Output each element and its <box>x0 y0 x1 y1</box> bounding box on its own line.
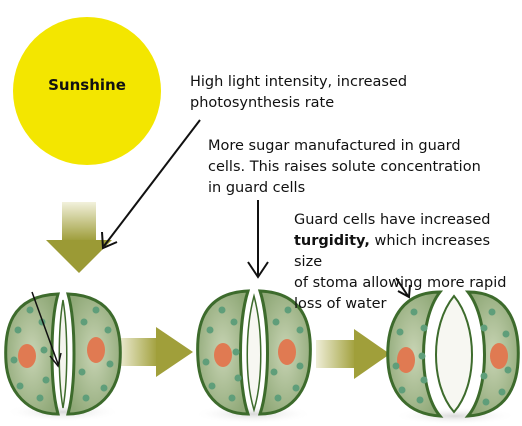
sugar-annotation-line2: cells. This raises solute concentration <box>208 159 481 175</box>
stoma-partly-open <box>193 289 313 424</box>
pointer-arrow-light <box>101 119 201 250</box>
pointer-arrow-stoma <box>31 291 62 368</box>
turgidity-annotation-line2: turgidity, which increases size <box>294 231 522 273</box>
process-arrow-2 <box>316 329 390 379</box>
pointer-arrow-sugar <box>247 200 269 279</box>
stoma-open <box>386 290 520 425</box>
process-arrow-1 <box>118 327 193 377</box>
light-annotation: High light intensity, increased photosyn… <box>190 72 407 114</box>
light-annotation-line1: High light intensity, increased <box>190 74 408 90</box>
sun-label: Sunshine <box>48 76 126 94</box>
sugar-annotation: More sugar manufactured in guard cells. … <box>208 136 481 199</box>
turgidity-line2-rest: which increases size <box>294 233 491 270</box>
pointer-arrow-turgidity <box>395 277 411 299</box>
light-annotation-line2: photosynthesis rate <box>190 95 335 111</box>
sugar-annotation-line1: More sugar manufactured in guard <box>208 138 461 154</box>
turgidity-keyword: turgidity, <box>294 233 370 249</box>
sun-disc <box>13 17 161 165</box>
turgidity-annotation-line4: loss of water <box>294 296 387 312</box>
turgidity-annotation-line1: Guard cells have increased <box>294 212 491 228</box>
sugar-annotation-line3: in guard cells <box>208 180 306 196</box>
turgidity-annotation: Guard cells have increased turgidity, wh… <box>294 210 522 315</box>
stoma-closed <box>4 292 122 422</box>
turgidity-annotation-line3: of stoma allowing more rapid <box>294 275 507 291</box>
light-down-arrow <box>46 202 112 273</box>
